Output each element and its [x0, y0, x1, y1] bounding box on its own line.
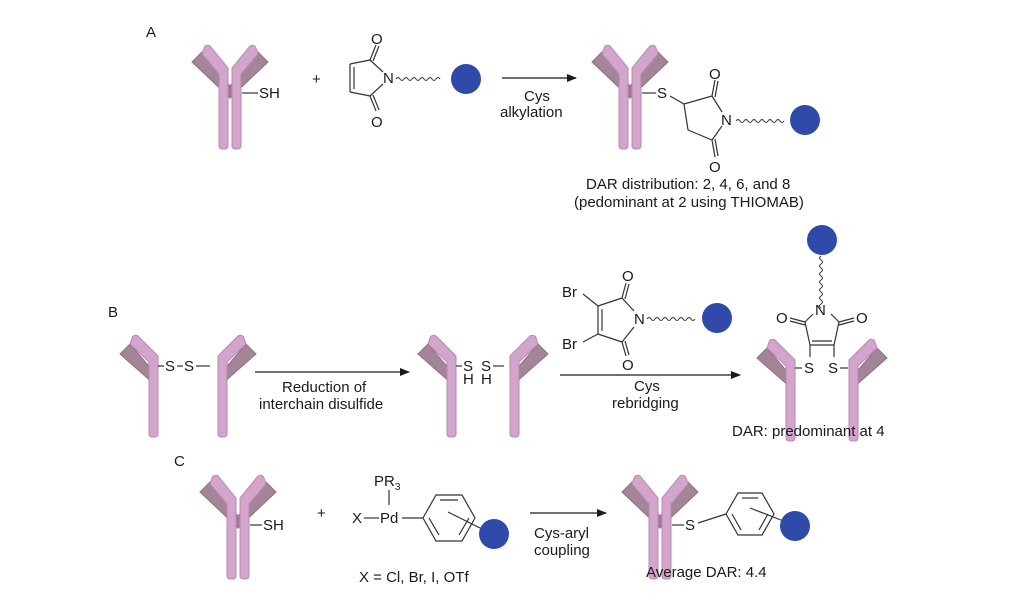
panel-c-label: C [174, 453, 185, 470]
arrow-label-c-line1: Cys-aryl [534, 525, 589, 542]
thiol-group-c: SH [263, 517, 284, 534]
result-c: Average DAR: 4.4 [646, 564, 767, 581]
plus-sign-c: + [317, 505, 326, 522]
drug-payload [451, 64, 481, 94]
antibody-a-reactant [191, 44, 269, 150]
atom-n: N [815, 302, 826, 319]
atom-o: O [371, 114, 383, 131]
atom-n: N [721, 112, 732, 129]
drug-payload [807, 225, 837, 255]
plus-sign-a: + [312, 71, 321, 88]
palladium-aryl-reagent: PR3 X Pd [352, 473, 509, 549]
x-definition: X = Cl, Br, I, OTf [359, 569, 469, 586]
atom-o: O [371, 31, 383, 48]
antibody-b-disulfide [119, 334, 257, 438]
arrow-label-a-line2: alkylation [500, 104, 563, 121]
result-a-line2: (pedominant at 2 using THIOMAB) [574, 194, 804, 211]
drug-payload [479, 519, 509, 549]
atom-x: X [352, 510, 362, 527]
atom-o: O [856, 310, 868, 327]
arrow-label-a-line1: Cys [524, 88, 550, 105]
drug-payload [780, 511, 810, 541]
panel-b-label: B [108, 304, 118, 321]
atom-s: S [828, 360, 838, 377]
succinimide-linker-a: O N O [669, 66, 820, 176]
atom-s: S [463, 358, 473, 375]
atom-s: S [657, 85, 667, 102]
dibromomaleimide-reagent: Br Br O N O [562, 268, 732, 374]
atom-s: S [184, 358, 194, 375]
arrow-label-b1-line1: Reduction of [282, 379, 367, 396]
atom-h: H [481, 371, 492, 388]
panel-a-label: A [146, 24, 156, 41]
thiol-group-a: SH [259, 85, 280, 102]
arrow-label-b2-line1: Cys [634, 378, 660, 395]
rebridged-maleimide-linker: N O O S S [776, 225, 868, 377]
result-a-line1: DAR distribution: 2, 4, 6, and 8 [586, 176, 790, 193]
atom-o: O [622, 268, 634, 285]
atom-o: O [709, 159, 721, 176]
atom-n: N [383, 70, 394, 87]
atom-pd: Pd [380, 510, 398, 527]
drug-payload [702, 303, 732, 333]
atom-n: N [634, 311, 645, 328]
atom-o: O [776, 310, 788, 327]
drug-payload [790, 105, 820, 135]
atom-s: S [165, 358, 175, 375]
atom-o: O [709, 66, 721, 83]
maleimide-reagent-a: O N O [349, 31, 481, 131]
atom-br: Br [562, 284, 577, 301]
result-b: DAR: predominant at 4 [732, 423, 885, 440]
aryl-linker-c [697, 492, 810, 541]
arrow-label-b2-line2: rebridging [612, 395, 679, 412]
atom-pr3: PR3 [374, 473, 401, 493]
atom-o: O [622, 357, 634, 374]
atom-s: S [804, 360, 814, 377]
atom-br: Br [562, 336, 577, 353]
atom-s: S [685, 517, 695, 534]
atom-h: H [463, 371, 474, 388]
atom-s: S [481, 358, 491, 375]
arrow-label-c-line2: coupling [534, 542, 590, 559]
arrow-label-b1-line2: interchain disulfide [259, 396, 383, 413]
